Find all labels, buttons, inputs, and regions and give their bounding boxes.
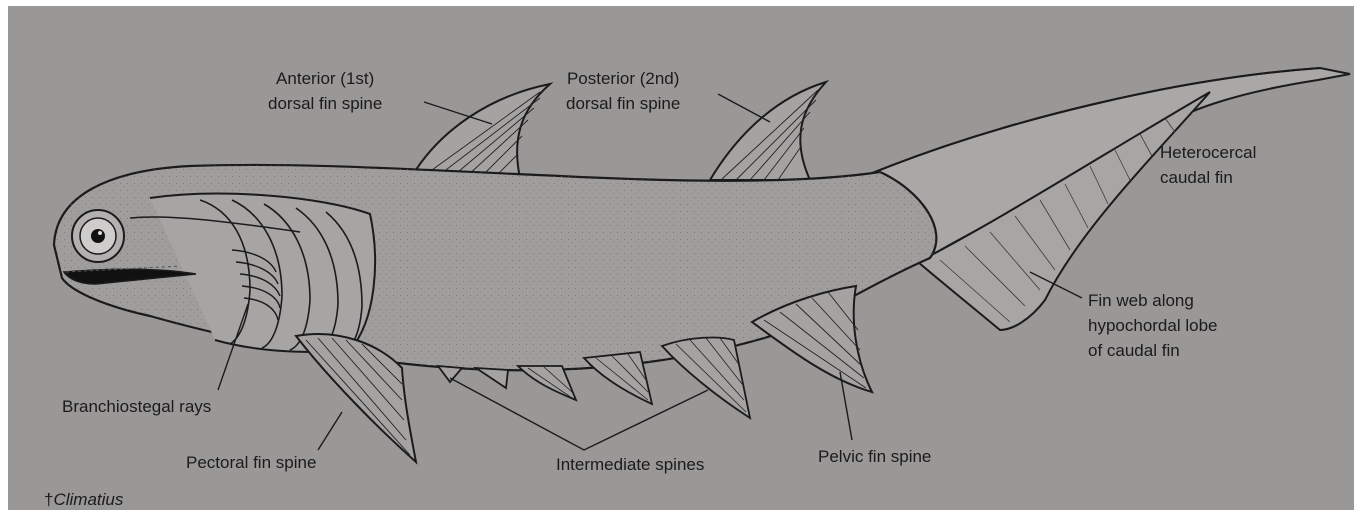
label-line: of caudal fin: [1088, 338, 1217, 363]
label-branchiostegal-rays: Branchiostegal rays: [62, 394, 211, 419]
label-heterocercal-caudal-fin: Heterocercal caudal fin: [1160, 140, 1256, 190]
label-intermediate-spines: Intermediate spines: [556, 452, 704, 477]
figure-caption: †Climatius: [44, 490, 123, 510]
label-posterior-dorsal-fin-spine: Posterior (2nd) dorsal fin spine: [566, 66, 680, 116]
intermediate-spine: [438, 366, 462, 382]
label-line: dorsal fin spine: [566, 91, 680, 116]
label-pectoral-fin-spine: Pectoral fin spine: [186, 450, 316, 475]
label-line: dorsal fin spine: [268, 91, 382, 116]
intermediate-spine: [476, 368, 508, 388]
posterior-dorsal-fin: [710, 82, 826, 180]
label-fin-web: Fin web along hypochordal lobe of caudal…: [1088, 288, 1217, 363]
eye: [72, 210, 124, 262]
leader-intermediate: [450, 378, 708, 450]
label-line: hypochordal lobe: [1088, 313, 1217, 338]
label-line: Fin web along: [1088, 288, 1217, 313]
intermediate-spine: [584, 352, 652, 404]
leader-posterior-dorsal: [718, 94, 770, 122]
label-anterior-dorsal-fin-spine: Anterior (1st) dorsal fin spine: [268, 66, 382, 116]
label-line: Heterocercal: [1160, 140, 1256, 165]
anterior-dorsal-fin: [412, 84, 550, 178]
label-pelvic-fin-spine: Pelvic fin spine: [818, 444, 931, 469]
leader-pectoral: [318, 412, 342, 450]
genus-name: Climatius: [53, 490, 123, 509]
label-line: Anterior (1st): [268, 66, 382, 91]
label-line: caudal fin: [1160, 165, 1256, 190]
label-line: Posterior (2nd): [566, 66, 680, 91]
